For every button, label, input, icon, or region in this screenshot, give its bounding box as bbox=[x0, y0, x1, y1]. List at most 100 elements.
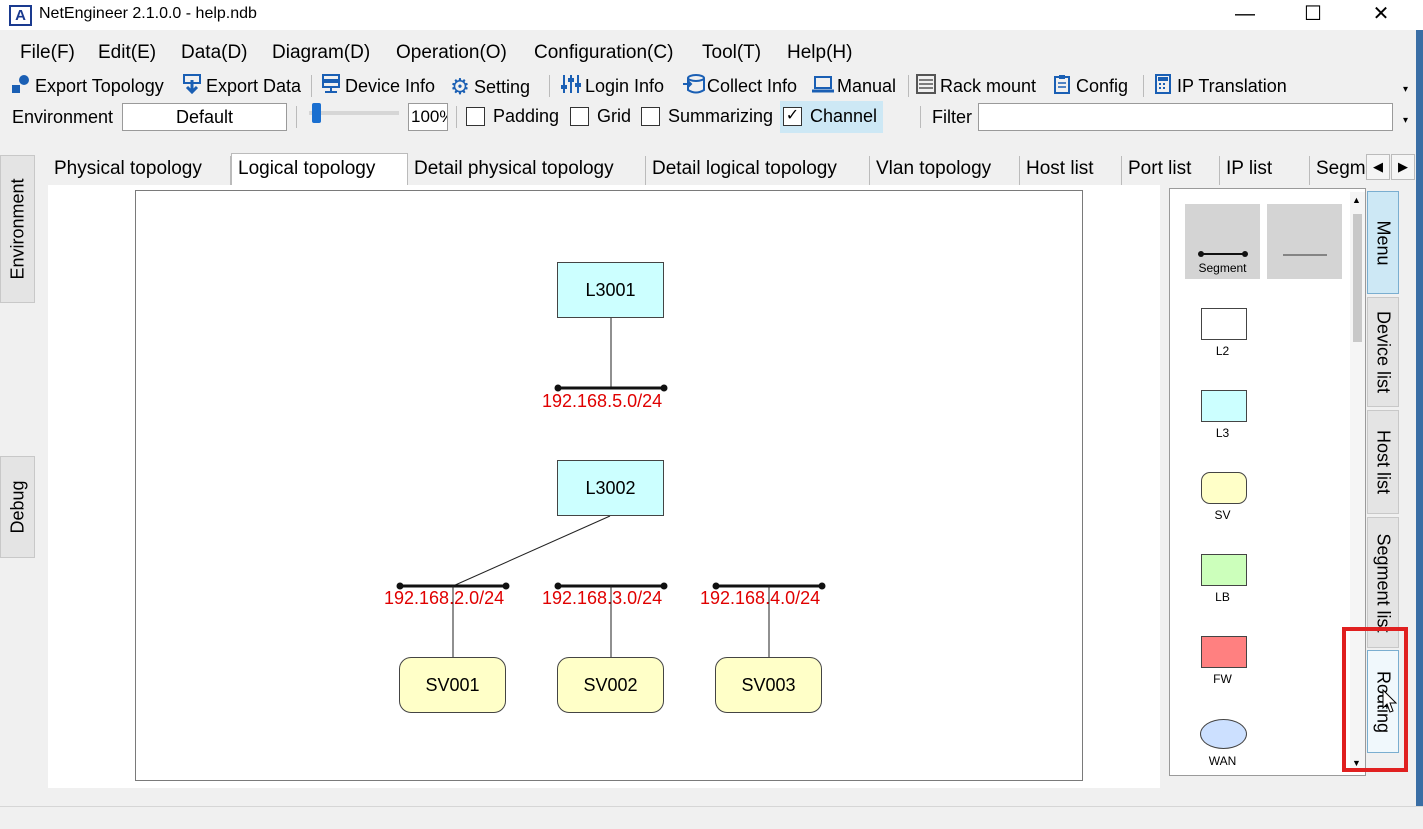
tab-scroll-left-button[interactable]: ◀ bbox=[1366, 154, 1390, 180]
window-title: NetEngineer 2.1.0.0 - help.ndb bbox=[39, 5, 257, 22]
menu-data[interactable]: Data(D) bbox=[181, 42, 248, 63]
main-toolbar: Export Topology Export Data Device Info … bbox=[0, 70, 1423, 101]
setting-label: Setting bbox=[474, 76, 531, 97]
channel-label: Channel bbox=[810, 106, 878, 126]
zoom-input[interactable]: 100% bbox=[408, 103, 448, 131]
menu-file[interactable]: File(F) bbox=[20, 42, 75, 63]
zoom-slider[interactable] bbox=[309, 111, 399, 115]
segment-label[interactable]: 192.168.2.0/24 bbox=[384, 588, 505, 608]
tab-scroll-right-button[interactable]: ▶ bbox=[1391, 154, 1415, 180]
node-l3002[interactable]: L3002 bbox=[557, 460, 664, 516]
laptop-icon bbox=[812, 74, 834, 99]
side-tab-debug-label: Debug bbox=[7, 480, 27, 534]
collect-info-label: Collect Info bbox=[707, 76, 798, 96]
login-info-button[interactable]: Login Info bbox=[560, 74, 664, 99]
segment-label[interactable]: 192.168.3.0/24 bbox=[542, 588, 663, 608]
palette-item-l2[interactable] bbox=[1201, 308, 1247, 340]
window-edge bbox=[1416, 30, 1423, 829]
channel-checkbox[interactable]: ✓ bbox=[783, 107, 802, 126]
rack-mount-button[interactable]: Rack mount bbox=[915, 74, 1036, 99]
diagram-links bbox=[396, 317, 826, 658]
side-tab-debug[interactable]: Debug bbox=[0, 456, 35, 558]
palette-item-line[interactable] bbox=[1267, 204, 1342, 279]
ip-translation-label: IP Translation bbox=[1177, 76, 1287, 96]
palette-scroll-thumb[interactable] bbox=[1353, 214, 1362, 342]
palette-label: L3 bbox=[1215, 426, 1230, 440]
tab-physical-topology[interactable]: Physical topology bbox=[48, 156, 231, 185]
minimize-button[interactable]: — bbox=[1235, 3, 1255, 25]
logical-topology-diagram[interactable]: L3001 192.168.5.0/24 L3002 192.168.2.0/2… bbox=[135, 190, 1083, 781]
side-tab-environment[interactable]: Environment bbox=[0, 155, 35, 303]
manual-label: Manual bbox=[837, 76, 897, 96]
tab-host-list[interactable]: Host list bbox=[1020, 156, 1122, 185]
summarizing-label: Summarizing bbox=[668, 106, 774, 126]
menu-help[interactable]: Help(H) bbox=[787, 42, 853, 63]
tab-detail-physical-topology[interactable]: Detail physical topology bbox=[408, 156, 646, 185]
right-tab-menu[interactable]: Menu bbox=[1367, 191, 1399, 294]
tab-port-list[interactable]: Port list bbox=[1122, 156, 1220, 185]
filter-label: Filter bbox=[932, 107, 972, 127]
collect-info-button[interactable]: Collect Info bbox=[682, 74, 797, 99]
right-tab-device-list-label: Device list bbox=[1373, 310, 1394, 394]
device-info-button[interactable]: Device Info bbox=[320, 74, 435, 99]
manual-button[interactable]: Manual bbox=[812, 74, 896, 99]
topology-tab-bar: Physical topology Logical topology Detai… bbox=[48, 153, 1418, 185]
padding-label: Padding bbox=[493, 106, 560, 126]
right-tab-segment-list-label: Segment list bbox=[1373, 532, 1394, 633]
palette-item-wan[interactable] bbox=[1200, 719, 1247, 749]
ip-translation-button[interactable]: IP Translation bbox=[1152, 74, 1287, 99]
palette-item-lb[interactable] bbox=[1201, 554, 1247, 586]
export-data-button[interactable]: Export Data bbox=[181, 74, 301, 99]
tab-detail-logical-topology[interactable]: Detail logical topology bbox=[646, 156, 870, 185]
scroll-up-icon[interactable]: ▲ bbox=[1352, 195, 1361, 205]
scroll-down-icon[interactable]: ▼ bbox=[1352, 758, 1361, 768]
menu-edit[interactable]: Edit(E) bbox=[98, 42, 157, 63]
right-tab-menu-label: Menu bbox=[1373, 219, 1394, 266]
rack-mount-label: Rack mount bbox=[940, 76, 1037, 96]
shape-palette: Segment L2 L3 SV LB FW WAN bbox=[1169, 188, 1366, 776]
close-button[interactable]: ✕ bbox=[1372, 3, 1390, 25]
node-l3001[interactable]: L3001 bbox=[557, 262, 664, 318]
title-bar: A NetEngineer 2.1.0.0 - help.ndb — ☐ ✕ bbox=[0, 0, 1423, 30]
rack-icon bbox=[915, 74, 937, 99]
config-button[interactable]: Config bbox=[1051, 74, 1128, 99]
palette-item-segment[interactable]: Segment bbox=[1185, 204, 1260, 279]
padding-checkbox[interactable] bbox=[466, 107, 485, 126]
zoom-slider-thumb[interactable] bbox=[312, 103, 321, 123]
filter-input[interactable] bbox=[978, 103, 1393, 131]
toolbar-overflow-icon[interactable]: ▾ bbox=[1403, 84, 1409, 95]
setting-button[interactable]: ⚙ Setting bbox=[449, 74, 530, 100]
environment-select[interactable]: Default bbox=[122, 103, 287, 131]
menu-configuration[interactable]: Configuration(C) bbox=[534, 42, 674, 63]
node-sv003[interactable]: SV003 bbox=[715, 657, 822, 713]
clipboard-icon bbox=[1051, 74, 1073, 99]
segment-label[interactable]: 192.168.5.0/24 bbox=[542, 391, 663, 411]
menu-operation[interactable]: Operation(O) bbox=[396, 42, 507, 63]
menu-tool[interactable]: Tool(T) bbox=[702, 42, 762, 63]
segment-line-icon bbox=[1198, 251, 1248, 257]
tab-logical-topology[interactable]: Logical topology bbox=[231, 153, 408, 185]
tab-vlan-topology[interactable]: Vlan topology bbox=[870, 156, 1020, 185]
right-tab-host-list-label: Host list bbox=[1373, 429, 1394, 495]
toolbar2-overflow-icon[interactable]: ▾ bbox=[1403, 115, 1409, 126]
export-topology-button[interactable]: Export Topology bbox=[10, 74, 164, 99]
tab-segment[interactable]: Segm bbox=[1316, 158, 1366, 179]
palette-label: WAN bbox=[1208, 754, 1237, 768]
menu-diagram[interactable]: Diagram(D) bbox=[272, 42, 371, 63]
tab-ip-list[interactable]: IP list bbox=[1220, 156, 1310, 185]
node-sv002[interactable]: SV002 bbox=[557, 657, 664, 713]
status-bar bbox=[0, 806, 1423, 829]
palette-item-fw[interactable] bbox=[1201, 636, 1247, 668]
right-tab-segment-list[interactable]: Segment list bbox=[1367, 517, 1399, 648]
segment-label[interactable]: 192.168.4.0/24 bbox=[700, 588, 821, 608]
right-tab-host-list[interactable]: Host list bbox=[1367, 410, 1399, 514]
palette-item-sv[interactable] bbox=[1201, 472, 1247, 504]
palette-label: L2 bbox=[1215, 344, 1230, 358]
grid-checkbox[interactable] bbox=[570, 107, 589, 126]
maximize-button[interactable]: ☐ bbox=[1304, 3, 1322, 25]
palette-item-l3[interactable] bbox=[1201, 390, 1247, 422]
right-tab-device-list[interactable]: Device list bbox=[1367, 297, 1399, 407]
summarizing-checkbox[interactable] bbox=[641, 107, 660, 126]
palette-label: LB bbox=[1215, 590, 1230, 604]
node-sv001[interactable]: SV001 bbox=[399, 657, 506, 713]
